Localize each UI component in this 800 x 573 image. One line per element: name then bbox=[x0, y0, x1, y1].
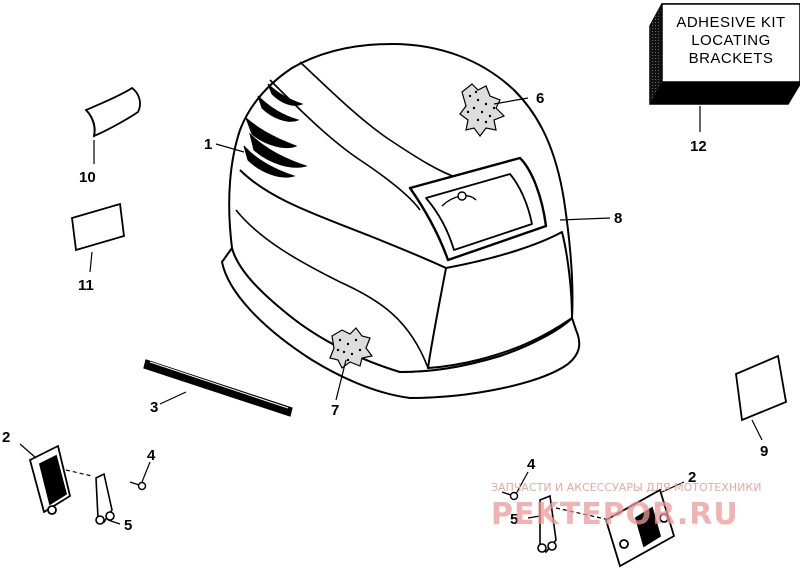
callout-12: 12 bbox=[690, 138, 707, 155]
callout-3: 3 bbox=[150, 399, 158, 416]
watermark-tagline: ЗАПЧАСТИ И АКСЕССУАРЫ ДЛЯ МОТОТЕХНИКИ bbox=[491, 481, 761, 494]
callout-2-left: 2 bbox=[2, 429, 10, 446]
cowl-stripes bbox=[243, 83, 308, 178]
callout-6: 6 bbox=[536, 90, 544, 107]
screw-left-4 bbox=[129, 481, 147, 491]
kit-box-line1: ADHESIVE KIT bbox=[676, 14, 785, 31]
callout-5-right: 5 bbox=[510, 511, 518, 528]
decal-7 bbox=[329, 327, 374, 369]
seal-strip-3 bbox=[143, 359, 293, 417]
callout-8: 8 bbox=[614, 210, 622, 227]
curved-label-10 bbox=[84, 86, 141, 138]
sticker-11 bbox=[71, 202, 125, 252]
bracket-right-5 bbox=[537, 494, 557, 554]
decal-6 bbox=[459, 83, 506, 137]
callout-7: 7 bbox=[331, 402, 339, 419]
bracket-left-5 bbox=[95, 472, 115, 525]
callout-9: 9 bbox=[760, 443, 768, 460]
callout-11: 11 bbox=[78, 277, 94, 294]
callout-10: 10 bbox=[79, 169, 96, 186]
callout-2-right: 2 bbox=[688, 469, 696, 486]
callout-1: 1 bbox=[204, 136, 212, 153]
callout-4-right: 4 bbox=[527, 456, 536, 473]
adhesive-kit-box bbox=[649, 3, 800, 105]
watermark-logo: PEKTEPOR.RU bbox=[491, 497, 739, 532]
bracket-right-2 bbox=[604, 488, 676, 568]
screw-right-4 bbox=[501, 491, 519, 501]
callout-5-left: 5 bbox=[124, 517, 132, 534]
kit-box-line2: LOCATING bbox=[691, 32, 771, 49]
kit-box-line3: BRACKETS bbox=[689, 50, 774, 67]
leader-lines bbox=[19, 97, 763, 525]
callout-4-left: 4 bbox=[147, 447, 156, 464]
bracket-left-2 bbox=[28, 444, 72, 515]
sticker-9 bbox=[735, 354, 788, 422]
